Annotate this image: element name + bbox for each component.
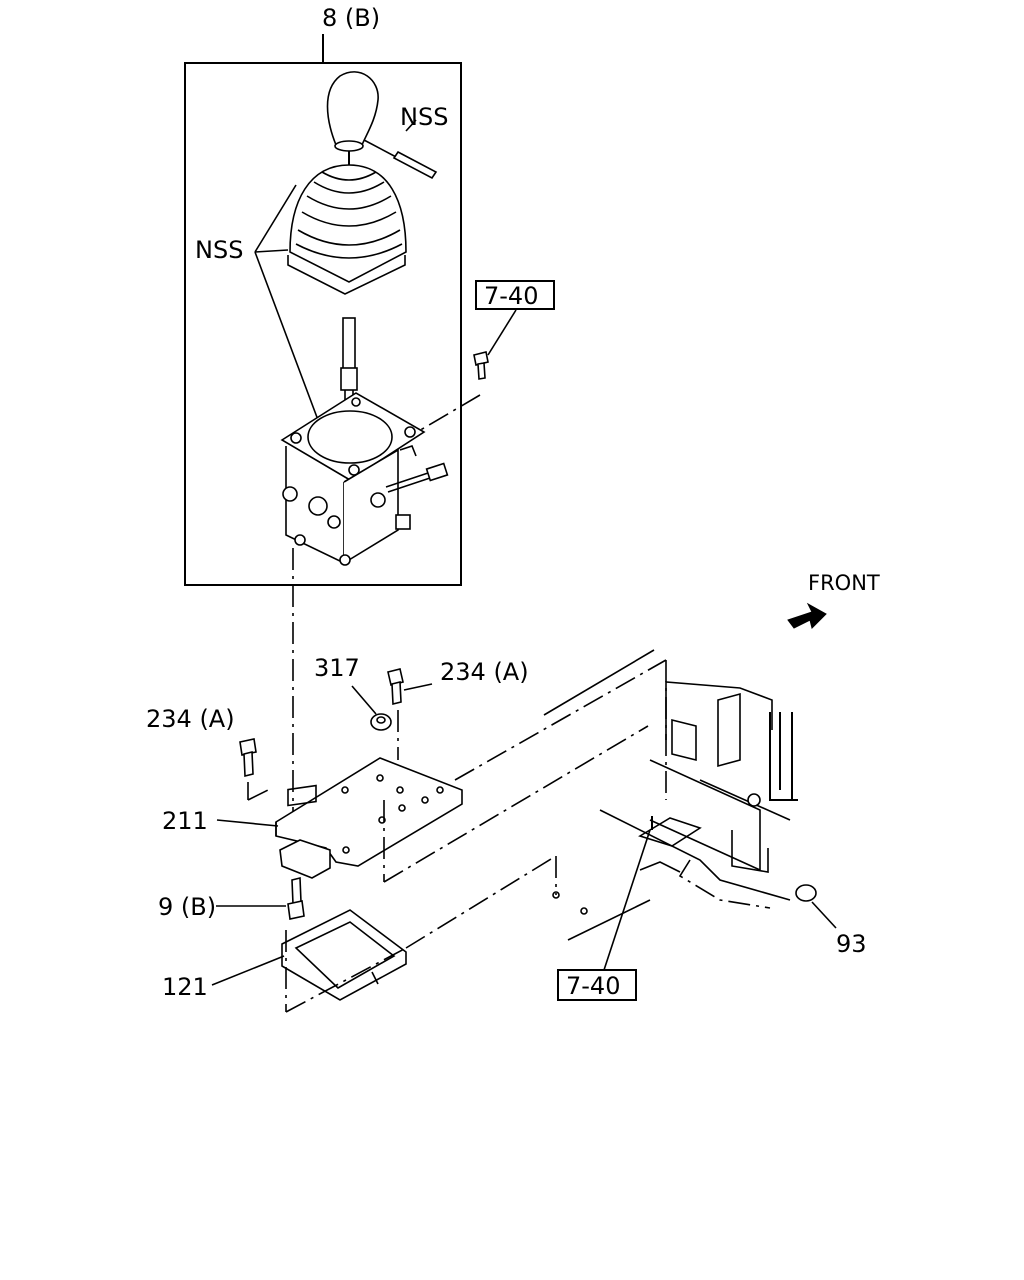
ref-top-leader [487,309,517,356]
seal-121 [281,909,407,1001]
p317-label: 317 [314,654,360,682]
ref-bottom-label: 7-40 [566,972,620,1000]
p317-leader [351,685,377,715]
assembly-frame [184,34,462,586]
pilot-valve-body [280,317,449,566]
front-arrow-icon [787,602,827,629]
ref-box-bottom [557,969,637,1001]
p211-label: 211 [162,807,208,835]
bracket-plate-211 [275,757,463,879]
p93-leader [811,901,837,929]
machine-frame [543,649,798,941]
p234-right-leader [403,683,433,691]
nut-317 [370,713,392,731]
p234-left-label: 234 (A) [146,705,235,733]
nss-left-leaders [254,184,319,421]
lever-knob [326,71,379,178]
pin-part [363,119,438,180]
ref-top-label: 7-40 [484,282,538,310]
p121-label: 121 [162,973,208,1001]
nss-left-label: NSS [195,236,243,264]
front-label: FRONT [808,571,880,595]
plug-93 [795,884,817,902]
ref-box-top [475,280,555,310]
assembly-centerlines [285,659,667,1013]
rubber-boot [287,164,407,295]
p9-label: 9 (B) [158,893,216,921]
p121-leader [211,955,285,986]
screw-axis [411,394,481,436]
ref-bottom-leader [603,829,651,971]
p234-right-label: 234 (A) [440,658,529,686]
bolt-left-axis-2 [247,787,273,801]
p93-label: 93 [836,930,867,958]
assembly-label: 8 (B) [322,4,380,32]
nss-top-label: NSS [400,103,448,131]
bolt-9b [287,876,305,920]
p211-leader [216,819,279,827]
small-screw [473,351,489,380]
bolt-234-left [239,738,257,778]
bolt-234-right [387,668,404,706]
